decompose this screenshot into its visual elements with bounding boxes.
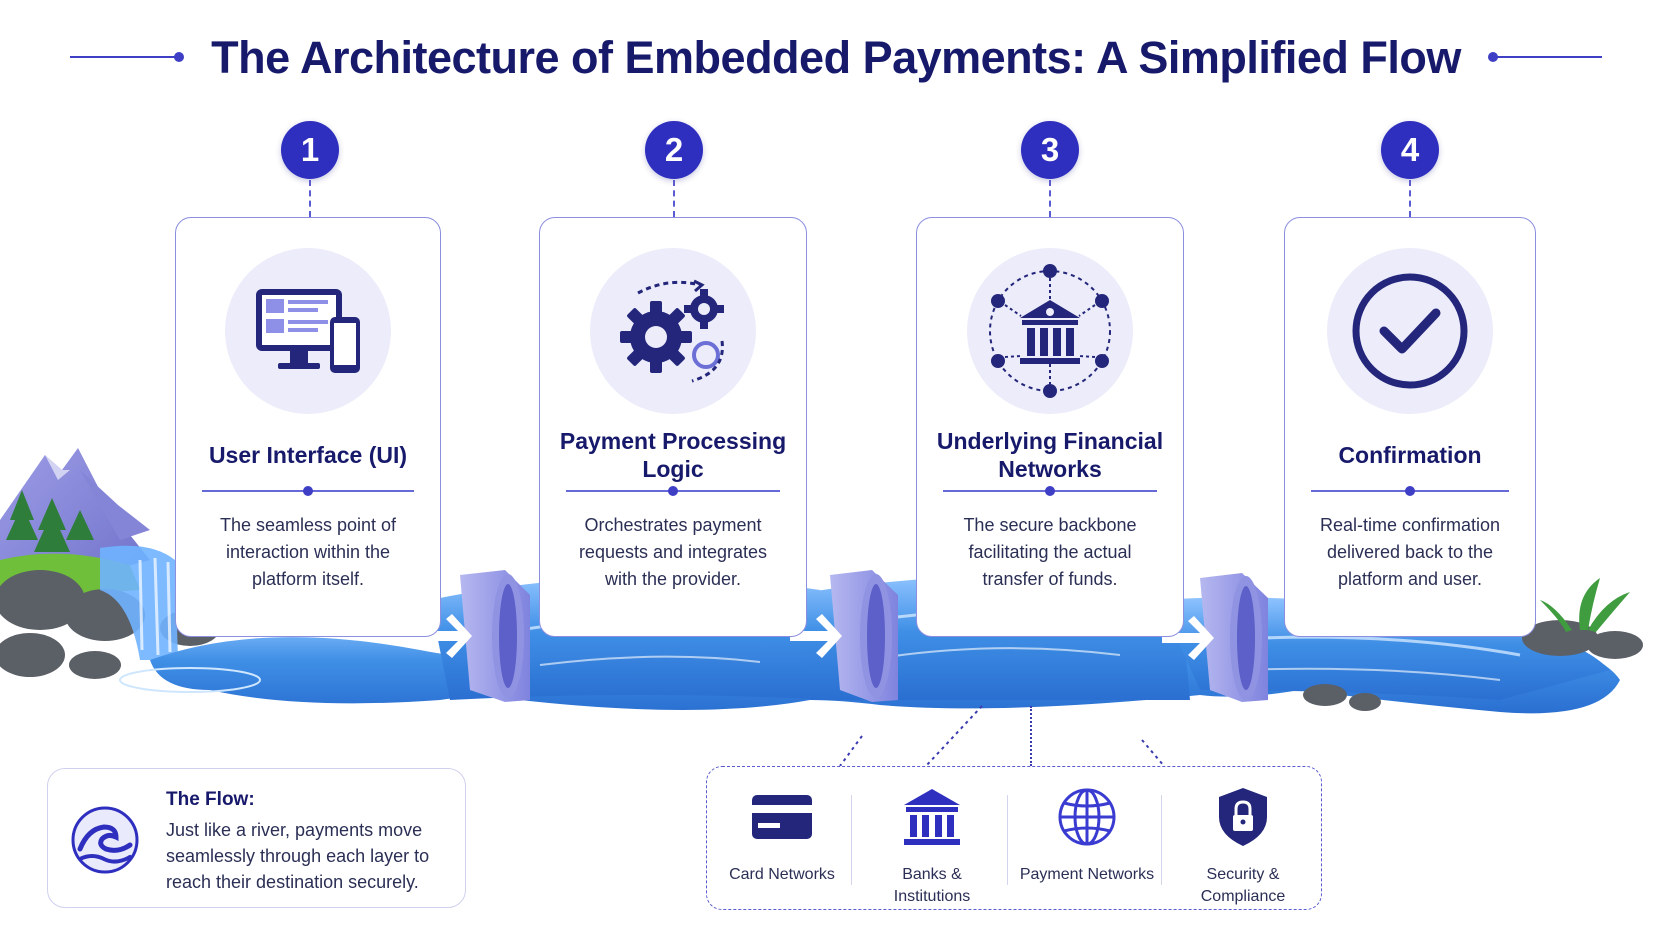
wave-icon [71, 806, 139, 874]
shield-lock-icon [1219, 788, 1267, 846]
bank-network-icon [967, 248, 1133, 414]
credit-card-icon [752, 795, 812, 839]
monitor-phone-icon [225, 248, 391, 414]
step-3-description: The secure backbone facilitating the act… [963, 515, 1137, 589]
step-1-description: The seamless point of interaction within… [219, 515, 397, 589]
step-2-title: Payment Processing Logic [559, 428, 787, 482]
step-3-connector [1049, 180, 1051, 217]
network-item-banks: Banks & Institutions [862, 785, 1002, 908]
flow-arrows [420, 614, 1214, 660]
title-dot-left [174, 52, 184, 62]
step-4-card: Confirmation Real-time confirmation deli… [1284, 217, 1536, 637]
pipe-1 [460, 570, 530, 702]
checkmark-icon [1327, 248, 1493, 414]
flow-title: The Flow: [166, 789, 255, 810]
step-4-badge: 4 [1381, 121, 1439, 179]
flow-explainer: The Flow: Just like a river, payments mo… [47, 768, 466, 908]
network-separator [1161, 795, 1162, 885]
step-3-title: Underlying Financial Networks [936, 428, 1164, 482]
rocks-right [1303, 620, 1643, 711]
trees-illustration [6, 490, 94, 552]
network-label-card: Card Networks [729, 866, 835, 883]
step-3-divider-dot [1045, 486, 1055, 496]
network-connector-center [1030, 706, 1032, 766]
pipe-2 [830, 570, 898, 702]
page-title: The Architecture of Embedded Payments: A… [211, 32, 1461, 83]
gears-icon [590, 248, 756, 414]
title-dot-right [1488, 52, 1498, 62]
network-label-payment: Payment Networks [1019, 866, 1155, 883]
network-item-payment: Payment Networks [1017, 785, 1157, 886]
title-rule-right [1494, 56, 1602, 58]
step-4-title: Confirmation [1338, 442, 1482, 468]
step-1-badge: 1 [281, 121, 339, 179]
step-1-connector [309, 180, 311, 217]
step-2-description: Orchestrates payment requests and integr… [578, 515, 768, 589]
step-2-connector [673, 180, 675, 217]
step-2-divider-dot [668, 486, 678, 496]
step-3-card: Underlying Financial Networks The secure… [916, 217, 1184, 637]
financial-networks-panel: Card Networks Banks & Institutions [706, 766, 1322, 910]
network-separator [851, 795, 852, 885]
network-separator [1007, 795, 1008, 885]
step-3-badge: 3 [1021, 121, 1079, 179]
pipe-3 [1200, 573, 1268, 702]
step-1-divider-dot [303, 486, 313, 496]
step-4-connector [1409, 180, 1411, 217]
network-label-banks: Banks & Institutions [893, 866, 971, 905]
bank-icon [904, 789, 960, 845]
step-4-description: Real-time confirmation delivered back to… [1319, 515, 1501, 589]
title-rule-left [70, 56, 182, 58]
network-label-security: Security & Compliance [1200, 866, 1286, 905]
step-1-title: User Interface (UI) [208, 442, 408, 468]
step-1-card: User Interface (UI) The seamless point o… [175, 217, 441, 637]
network-item-card: Card Networks [712, 785, 852, 886]
step-2-badge: 2 [645, 121, 703, 179]
globe-icon [1058, 788, 1116, 846]
flow-text: Just like a river, payments move seamles… [166, 820, 430, 892]
plant-illustration [1540, 578, 1630, 632]
network-item-security: Security & Compliance [1173, 785, 1313, 908]
step-4-divider-dot [1405, 486, 1415, 496]
step-2-card: Payment Processing Logic Orchestrates pa… [539, 217, 807, 637]
